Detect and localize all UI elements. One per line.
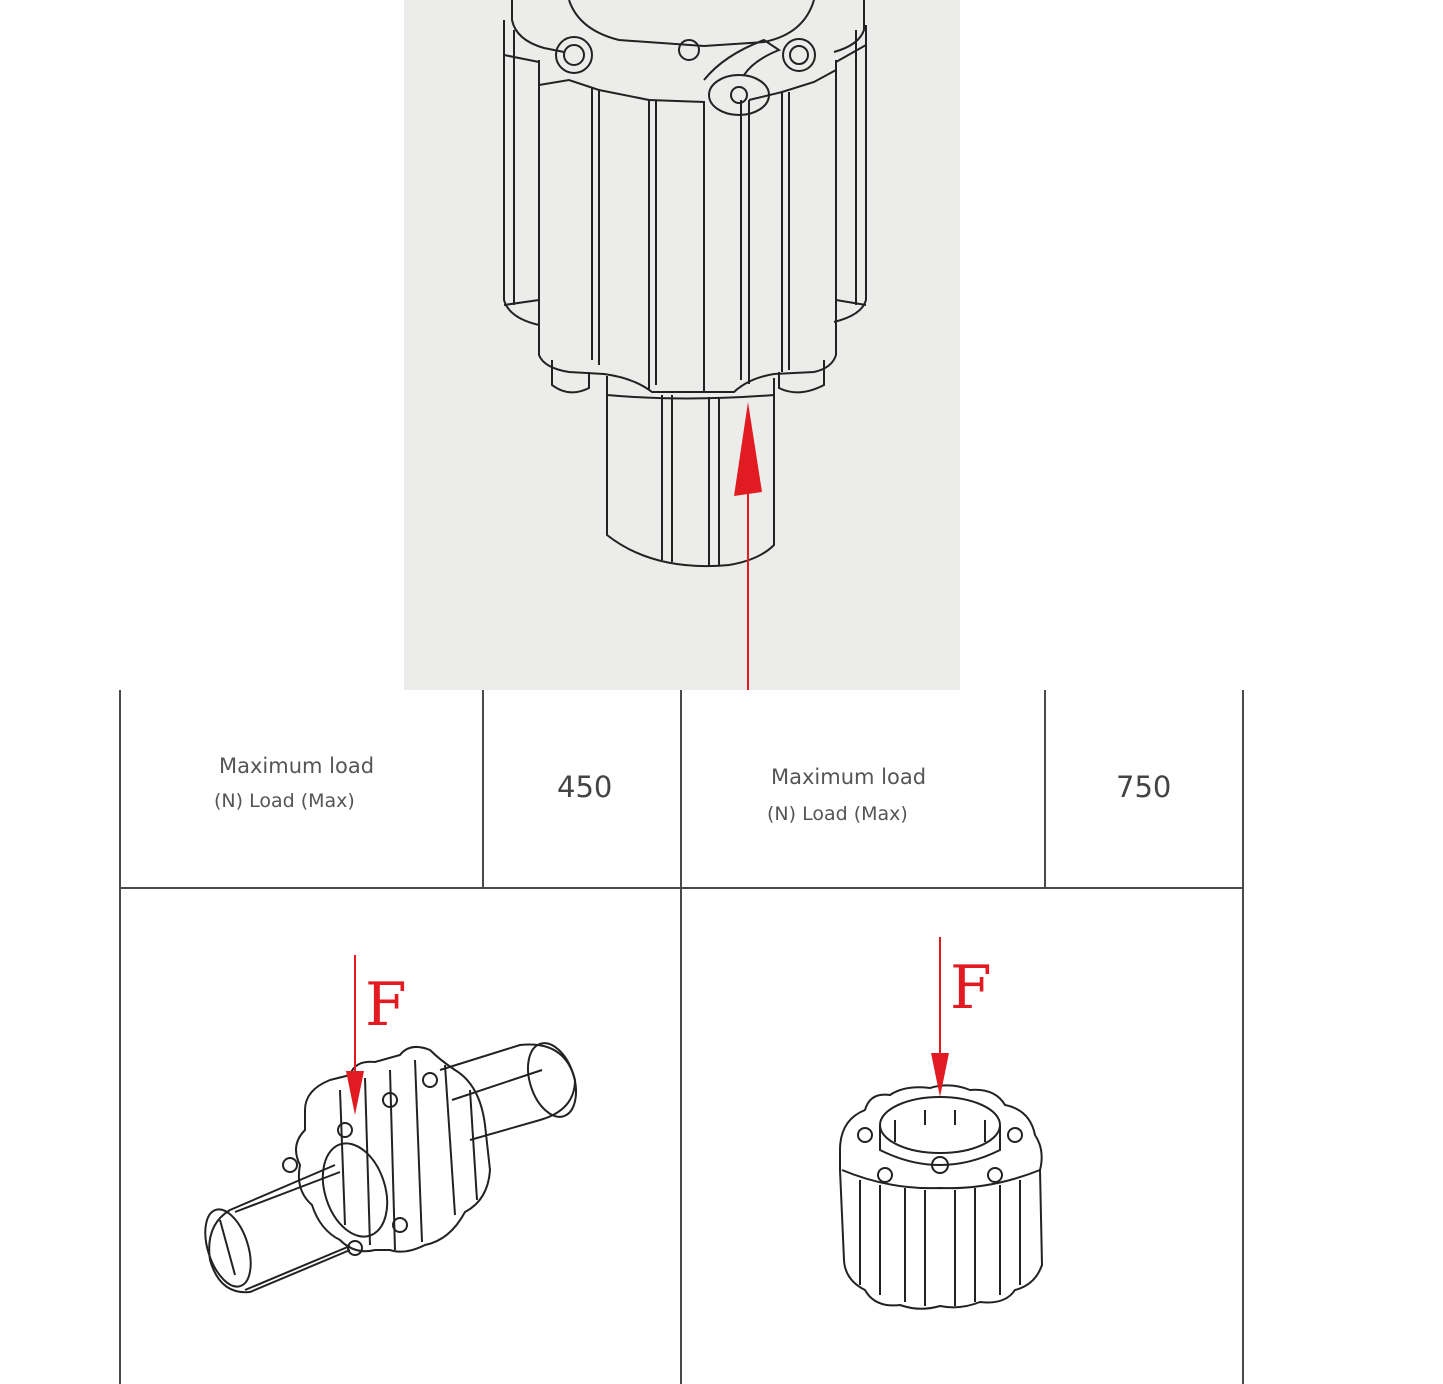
- right-force-label: F: [950, 953, 992, 1023]
- table-left-border: [119, 690, 121, 1384]
- left-max-load-label: Maximum load: [219, 754, 375, 778]
- left-force-label: F: [365, 970, 407, 1040]
- right-max-load-label: Maximum load: [771, 765, 927, 789]
- roller-end-cap-drawing-icon: [503, 0, 867, 690]
- force-arrow-head-icon: [734, 402, 762, 496]
- left-max-load-value: 450: [557, 770, 613, 804]
- table-divider-left-value: [482, 690, 484, 888]
- shaft-through-gear-coupling-drawing-icon: [204, 1042, 577, 1294]
- table-row-divider: [119, 887, 1244, 889]
- right-force-arrow-icon: [931, 937, 949, 1097]
- left-force-arrow-icon: [346, 955, 364, 1115]
- table-divider-right-value: [1044, 690, 1046, 888]
- right-max-load-value: 750: [1116, 770, 1172, 804]
- left-load-unit-label: (N) Load (Max): [214, 790, 355, 812]
- table-right-border: [1242, 690, 1244, 1384]
- top-figure-panel: [404, 0, 960, 690]
- right-load-unit-label: (N) Load (Max): [767, 803, 908, 825]
- table-center-divider: [680, 690, 682, 1384]
- gear-end-cap-drawing-icon: [839, 1084, 1044, 1310]
